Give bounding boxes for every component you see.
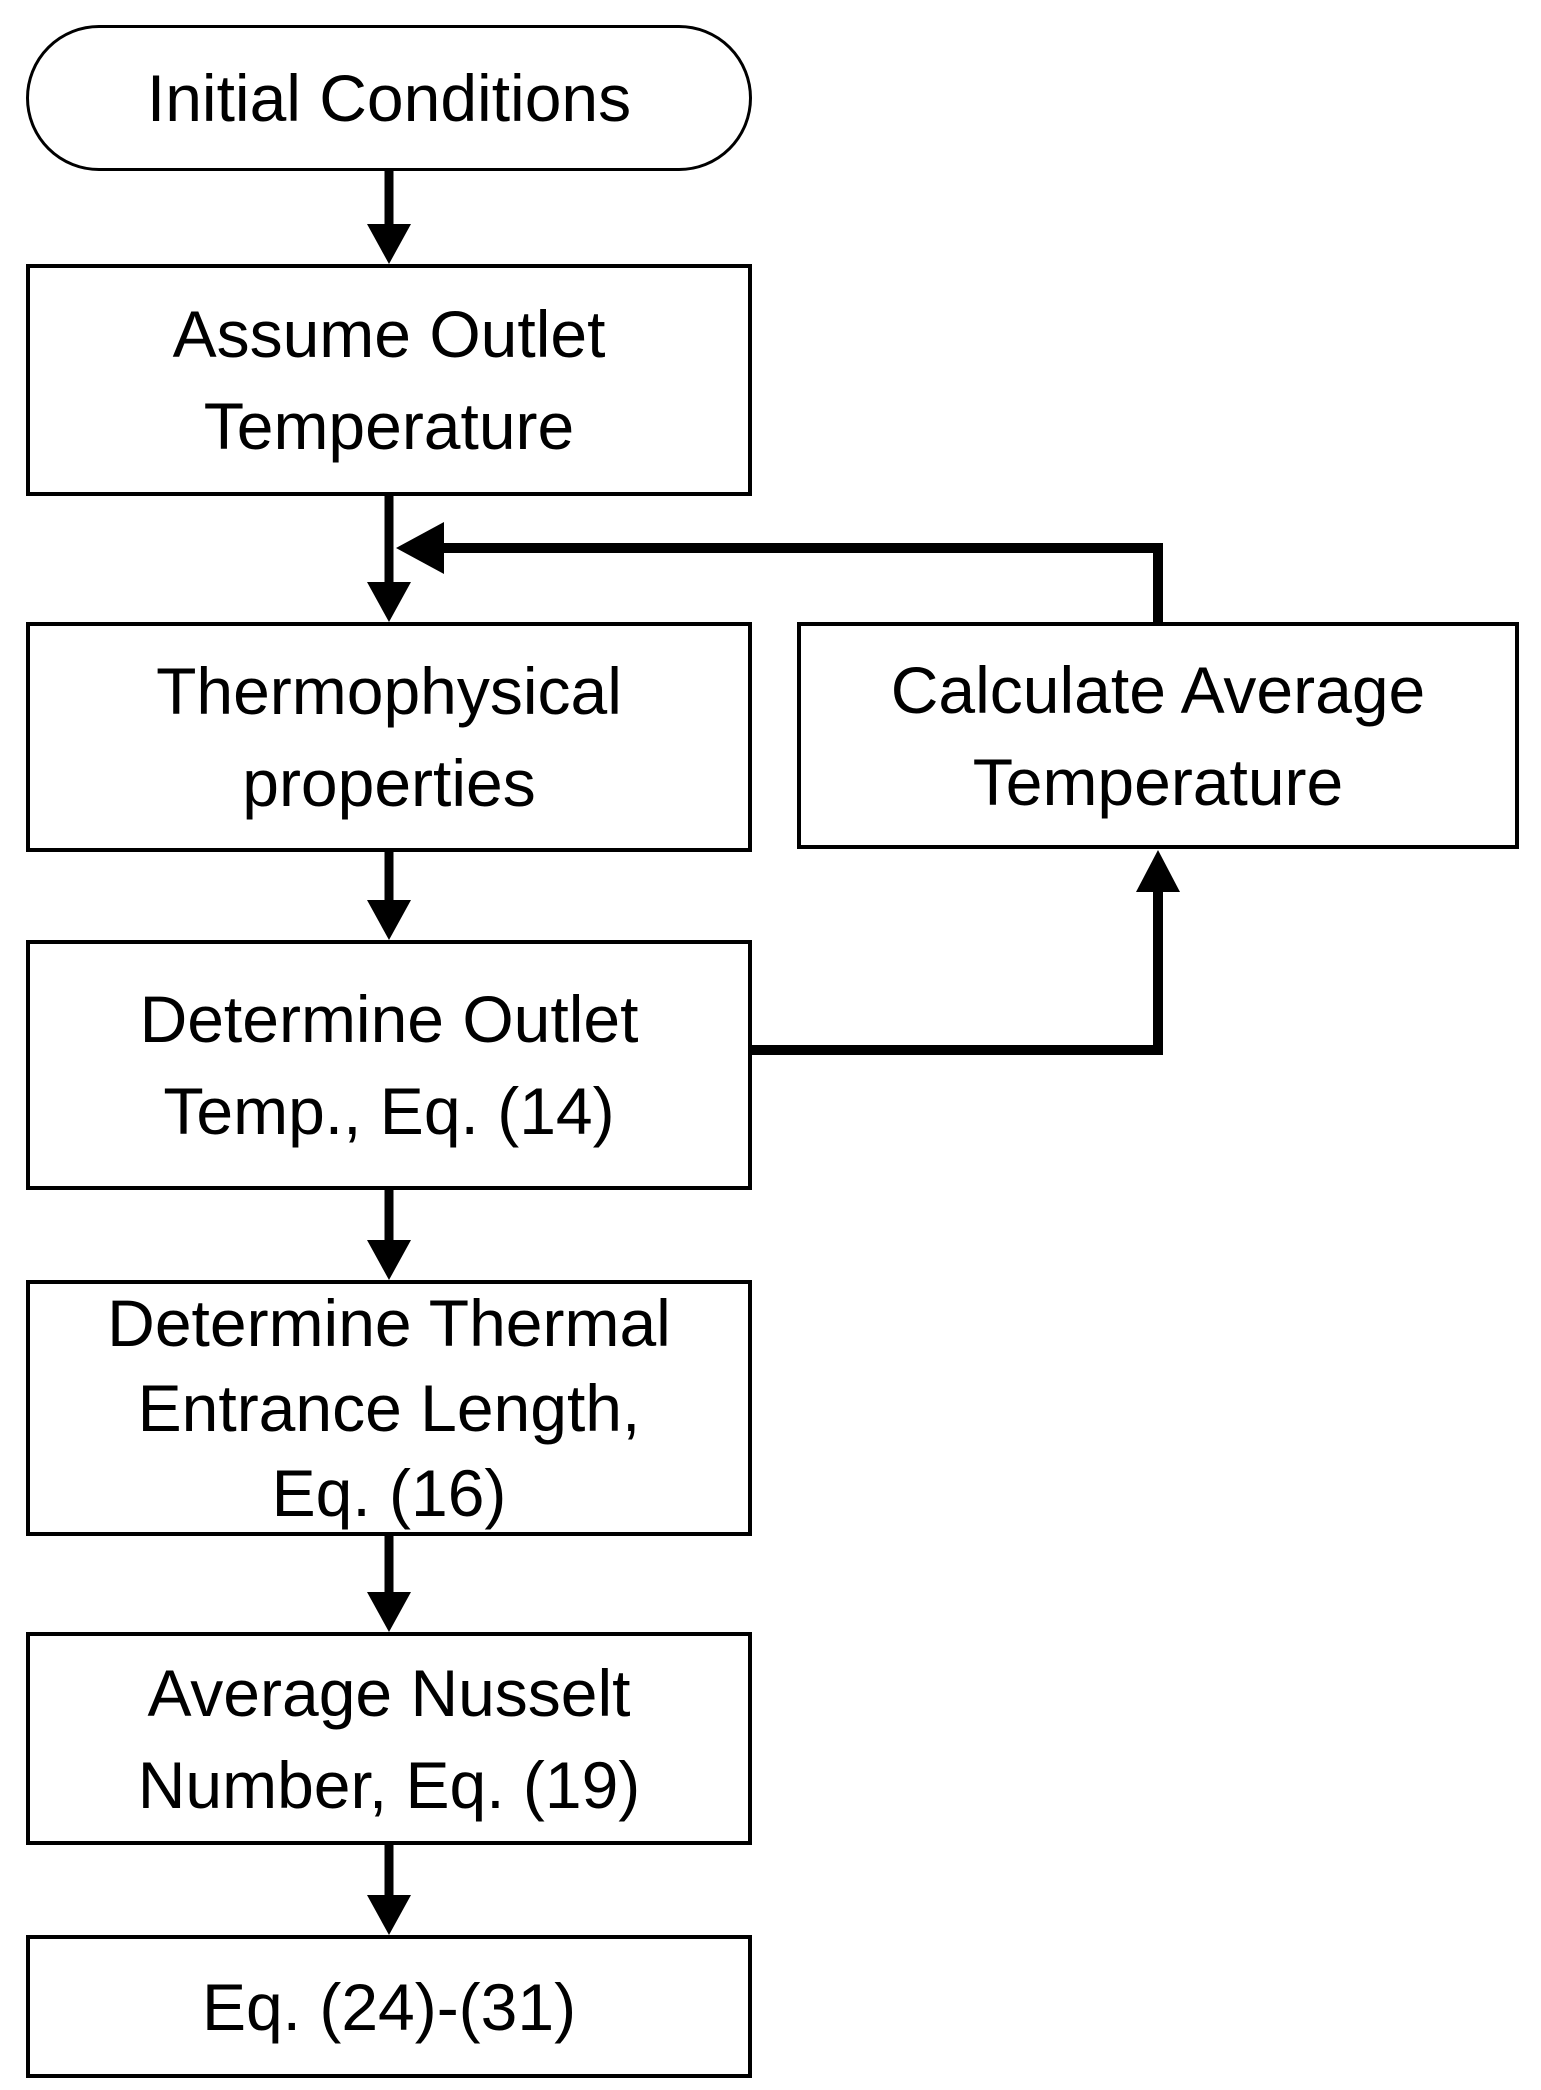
node-equations: Eq. (24)-(31): [26, 1935, 752, 2078]
node-thermophysical-properties: Thermophysical properties: [26, 622, 752, 852]
arrow-assume-to-thermophysical-icon: [367, 493, 411, 622]
arrow-thermophysical-to-determine-outlet-icon: [367, 850, 411, 940]
node-thermophysical-line1: Thermophysical: [156, 654, 622, 728]
arrow-average-nusselt-to-equations-icon: [367, 1843, 411, 1935]
node-assume-outlet-temperature: Assume Outlet Temperature: [26, 264, 752, 496]
node-average-nusselt-number: Average Nusselt Number, Eq. (19): [26, 1632, 752, 1845]
node-calculate-average-line1: Calculate Average: [890, 652, 1426, 727]
node-calculate-average-line2: Temperature: [972, 744, 1344, 819]
node-equations-label: Eq. (24)-(31): [201, 1969, 577, 2044]
node-determine-outlet-temp: Determine Outlet Temp., Eq. (14): [26, 940, 752, 1190]
node-determine-thermal-line1: Determine Thermal: [107, 1285, 671, 1360]
node-initial-conditions-label: Initial Conditions: [146, 61, 632, 135]
node-determine-outlet-line2: Temp., Eq. (14): [163, 1074, 615, 1148]
node-determine-outlet-line1: Determine Outlet: [139, 982, 639, 1056]
node-assume-outlet-line2: Temperature: [203, 389, 575, 463]
loop-determine-outlet-to-calculate-average-icon: [750, 850, 1180, 1055]
arrow-determine-thermal-to-average-nusselt-icon: [367, 1534, 411, 1632]
node-initial-conditions: Initial Conditions: [26, 25, 752, 171]
node-thermophysical-line2: properties: [242, 746, 536, 820]
arrow-initial-to-assume-icon: [367, 168, 411, 264]
node-average-nusselt-line2: Number, Eq. (19): [137, 1747, 641, 1822]
node-determine-thermal-line2: Entrance Length,: [137, 1370, 641, 1445]
arrow-determine-outlet-to-determine-thermal-icon: [367, 1188, 411, 1280]
node-assume-outlet-line1: Assume Outlet: [172, 297, 606, 371]
node-determine-thermal-line3: Eq. (16): [271, 1455, 507, 1530]
loop-calculate-average-to-junction-icon: [396, 522, 1163, 624]
node-determine-thermal-entrance-length: Determine Thermal Entrance Length, Eq. (…: [26, 1280, 752, 1536]
node-calculate-average-temperature: Calculate Average Temperature: [797, 622, 1519, 849]
node-average-nusselt-line1: Average Nusselt: [147, 1655, 631, 1730]
